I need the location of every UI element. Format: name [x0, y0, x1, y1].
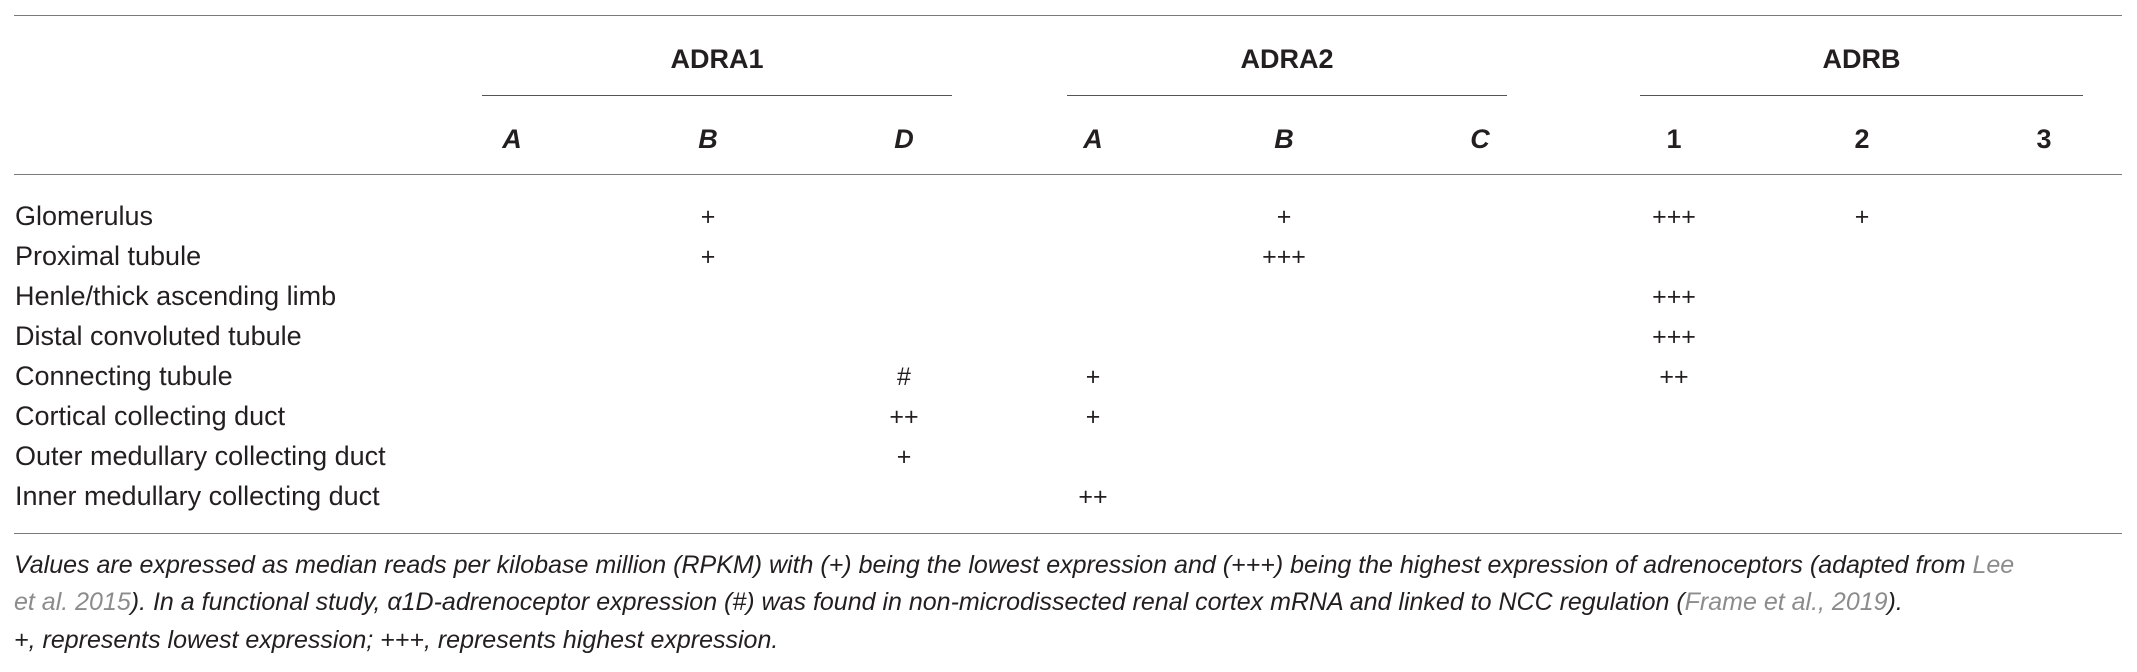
reference-link-lee[interactable]: Lee	[1972, 551, 2015, 579]
subheader-adra2-c: C	[1470, 124, 1490, 154]
subheader-adra1-d: D	[894, 124, 914, 154]
footnote-text: ).	[1887, 588, 1903, 616]
row-label: Outer medullary collecting duct	[15, 441, 386, 471]
group-header-adra2: ADRA2	[1240, 44, 1334, 74]
subheader-adra1-a: A	[502, 124, 522, 154]
subheader-adra2-a: A	[1083, 124, 1103, 154]
table-cell: +++	[1652, 203, 1696, 231]
footnote-text: ). In a functional study, α1D-adrenocept…	[130, 588, 1685, 616]
table-cell: +++	[1652, 283, 1696, 311]
table-cell: +	[896, 443, 912, 471]
table-cell: +	[700, 203, 716, 231]
bottom-rule	[14, 533, 2122, 534]
table-cell: +	[1854, 203, 1870, 231]
footnote-line-3: +, represents lowest expression; +++, re…	[14, 626, 779, 654]
table-cell: #	[897, 363, 911, 391]
row-label: Connecting tubule	[15, 361, 233, 391]
footnote-text: Values are expressed as median reads per…	[14, 551, 1973, 579]
reference-link-lee-cont[interactable]: et al. 2015	[14, 588, 131, 616]
footnote-line-1: Values are expressed as median reads per…	[14, 551, 2014, 580]
table-cell: +++	[1652, 323, 1696, 351]
table-cell: ++	[1659, 363, 1689, 391]
table-cell: +	[1085, 363, 1101, 391]
table-cell: +	[1276, 203, 1292, 231]
group-header-adra1: ADRA1	[670, 44, 764, 74]
table-cell: +	[700, 243, 716, 271]
group-header-adrb: ADRB	[1822, 44, 1901, 74]
row-label: Cortical collecting duct	[15, 401, 286, 431]
table-cell: +++	[1262, 243, 1306, 271]
header-rule	[14, 174, 2122, 175]
subheader-adrb-3: 3	[2036, 124, 2052, 154]
group-rule-adrb	[1640, 95, 2083, 96]
row-label: Distal convoluted tubule	[15, 321, 302, 351]
row-label: Henle/thick ascending limb	[15, 281, 337, 311]
subheader-adrb-2: 2	[1854, 124, 1870, 154]
subheader-adrb-1: 1	[1666, 124, 1682, 154]
table-cell: ++	[889, 403, 919, 431]
row-label: Proximal tubule	[15, 241, 202, 271]
group-rule-adra2	[1067, 95, 1507, 96]
subheader-adra1-b: B	[698, 124, 718, 154]
top-rule	[14, 15, 2122, 16]
group-rule-adra1	[482, 95, 952, 96]
subheader-adra2-b: B	[1274, 124, 1294, 154]
row-label: Glomerulus	[15, 201, 154, 231]
table-cell: ++	[1078, 483, 1108, 511]
row-label: Inner medullary collecting duct	[15, 481, 380, 511]
reference-link-frame[interactable]: Frame et al., 2019	[1684, 588, 1888, 616]
footnote-line-2: et al. 2015). In a functional study, α1D…	[14, 588, 1903, 617]
table-cell: +	[1085, 403, 1101, 431]
